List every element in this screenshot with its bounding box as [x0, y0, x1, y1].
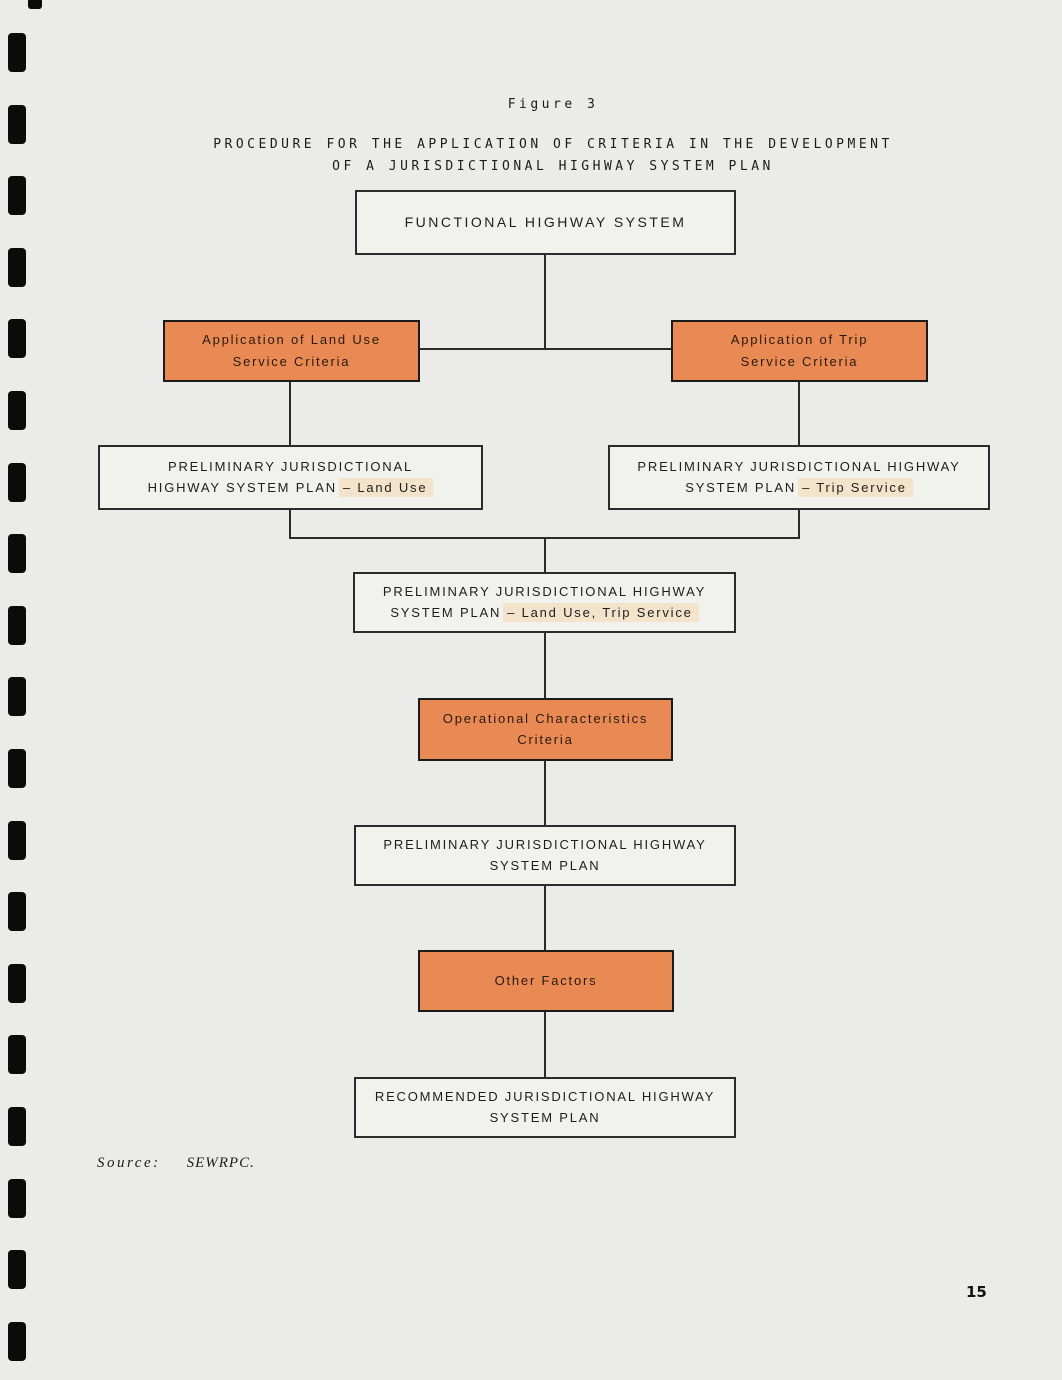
binding-hole [8, 176, 26, 215]
binding-hole [8, 821, 26, 860]
binding-hole [8, 749, 26, 788]
binding-hole [8, 606, 26, 645]
binding-hole [8, 105, 26, 144]
binding-hole [8, 1035, 26, 1074]
node-label-line2: Service Criteria [232, 353, 351, 369]
connector-operational-down [544, 760, 546, 826]
connector-combined-down [544, 632, 546, 699]
node-label: Other Factors [494, 972, 598, 988]
node-recommended-plan: RECOMMENDED JURISDICTIONAL HIGHWAY SYSTE… [354, 1077, 736, 1138]
connector-functional-down [544, 254, 546, 349]
binding-hole [8, 1107, 26, 1146]
node-label: FUNCTIONAL HIGHWAY SYSTEM [404, 213, 687, 230]
binding-hole [8, 463, 26, 502]
figure-label: Figure 3 [507, 97, 599, 112]
connector-prelim-land-down [289, 509, 291, 539]
node-preliminary-plan: PRELIMINARY JURISDICTIONAL HIGHWAY SYSTE… [354, 825, 736, 886]
binding-hole [8, 391, 26, 430]
node-preliminary-plan-combined: PRELIMINARY JURISDICTIONAL HIGHWAY SYSTE… [353, 572, 736, 633]
source-value: SEWRPC. [186, 1155, 255, 1171]
node-functional-highway-system: FUNCTIONAL HIGHWAY SYSTEM [355, 190, 736, 255]
binding-hole [8, 248, 26, 287]
node-application-trip-criteria: Application of Trip Service Criteria [671, 320, 928, 382]
node-label-prefix: SYSTEM PLAN [685, 480, 797, 495]
source-note: Source: SEWRPC. [97, 1155, 255, 1172]
node-label-line1: Application of Trip [730, 332, 869, 348]
node-label-line1: PRELIMINARY JURISDICTIONAL [168, 458, 413, 474]
binding-hole [8, 534, 26, 573]
binding-hole [8, 319, 26, 358]
connector-landuse-down [289, 381, 291, 446]
node-label-highlight: – Trip Service [798, 478, 913, 497]
binding-hole-partial [28, 0, 42, 9]
source-label: Source: [97, 1155, 161, 1171]
node-label-line2: Service Criteria [740, 353, 859, 369]
connector-trip-down [798, 381, 800, 446]
node-operational-characteristics-criteria: Operational Characteristics Criteria [418, 698, 673, 761]
binding-hole [8, 1322, 26, 1361]
figure-title-line2: OF A JURISDICTIONAL HIGHWAY SYSTEM PLAN [332, 159, 774, 174]
node-preliminary-plan-land-use: PRELIMINARY JURISDICTIONAL HIGHWAY SYSTE… [98, 445, 483, 510]
node-label-line2: SYSTEM PLAN [489, 858, 601, 873]
node-label-line1: RECOMMENDED JURISDICTIONAL HIGHWAY [374, 1088, 716, 1104]
node-label-highlight: – Land Use [338, 478, 434, 497]
connector-prelimplan-down [544, 885, 546, 951]
node-other-factors: Other Factors [418, 950, 674, 1012]
binding-hole [8, 677, 26, 716]
node-label-line1: PRELIMINARY JURISDICTIONAL HIGHWAY [383, 836, 707, 852]
connector-otherfactors-down [544, 1011, 546, 1078]
node-label-line2: HIGHWAY SYSTEM PLAN– Land Use [147, 478, 434, 497]
binding-hole [8, 33, 26, 72]
node-application-land-use-criteria: Application of Land Use Service Criteria [163, 320, 420, 382]
node-label-line2: SYSTEM PLAN– Trip Service [685, 478, 913, 497]
node-label-prefix: SYSTEM PLAN [390, 605, 502, 620]
node-label-line1: PRELIMINARY JURISDICTIONAL HIGHWAY [382, 583, 707, 599]
node-label-line1: Operational Characteristics [442, 710, 649, 726]
node-label-line2: SYSTEM PLAN [489, 1110, 601, 1125]
binding-hole [8, 1250, 26, 1289]
page-number: 15 [966, 1283, 987, 1301]
node-preliminary-plan-trip-service: PRELIMINARY JURISDICTIONAL HIGHWAY SYSTE… [608, 445, 990, 510]
node-label-line1: PRELIMINARY JURISDICTIONAL HIGHWAY [637, 458, 961, 474]
node-label-prefix: HIGHWAY SYSTEM PLAN [147, 480, 337, 495]
connector-prelim-trip-down [798, 509, 800, 539]
figure-title-line1: PROCEDURE FOR THE APPLICATION OF CRITERI… [213, 137, 893, 152]
binding-hole [8, 892, 26, 931]
node-label-highlight: – Land Use, Trip Service [503, 603, 699, 622]
connector-criteria-horizontal [419, 348, 672, 350]
connector-merge-down [544, 537, 546, 573]
node-label-line1: Application of Land Use [202, 332, 381, 348]
binding-hole [8, 964, 26, 1003]
node-label-line2: Criteria [517, 732, 574, 747]
binding-hole [8, 1179, 26, 1218]
node-label-line2: SYSTEM PLAN– Land Use, Trip Service [390, 603, 699, 622]
